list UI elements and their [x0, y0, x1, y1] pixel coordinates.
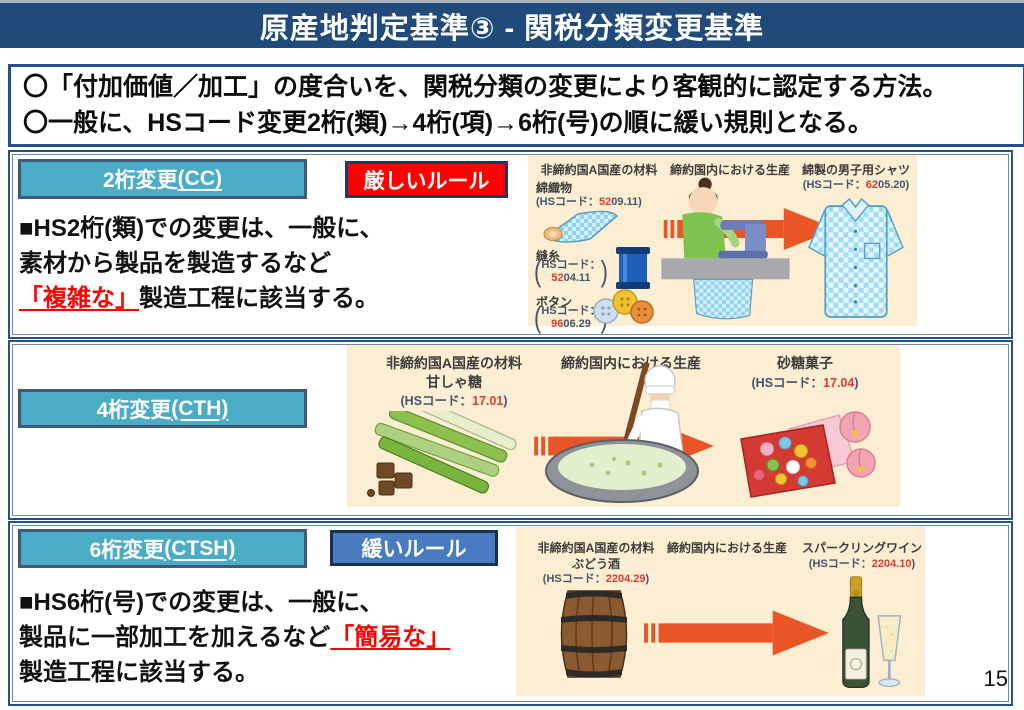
label-4digit-main: 4桁変更 [96, 398, 172, 422]
material-fabric-hscode: (HSコード：5209.11) [536, 196, 642, 208]
material-fabric-label: 綿織物 [536, 181, 573, 195]
panel2-col1-sub: 甘しゃ糖 [426, 374, 482, 390]
cook-stirring-pot-icon [545, 362, 699, 503]
panel2-col3-hscode: (HSコード：17.04) [751, 376, 859, 390]
section-6digit-body: ■HS6桁(号)での変更は、一般に、 製品に一部加工を加えるなど「簡易な」 製造… [19, 585, 524, 690]
buttons-icon [593, 289, 654, 324]
panel3-col1-sub: ぶどう酒 [571, 557, 620, 571]
label-6digit-main: 6桁変更 [89, 538, 165, 562]
section-2digit-body: ■HS2桁(類)での変更は、一般に、 素材から製品を製造するなど 「複雑な」製造… [19, 211, 524, 316]
panel2-col3-header: 砂糖菓子 [777, 355, 833, 371]
intro-line-2: 〇一般に、HSコード変更2桁(類)→4桁(項)→6桁(号)の順に緩い規則となる。 [23, 109, 873, 137]
material-button-label: ボタン [536, 295, 573, 309]
panel1-col3-header: 綿製の男子用シャツ [802, 163, 911, 177]
label-2digit-main: 2桁変更 [102, 169, 178, 192]
wine-barrel-icon [560, 590, 628, 678]
panel1-col2-header: 締約国内における生産 [670, 163, 791, 177]
title-bar: 原産地判定基準③ ‐ 関税分類変更基準 [0, 3, 1024, 48]
body-line: ■HS6桁(号)での変更は、一般に、 [19, 589, 384, 616]
panel3-col2-header: 締約国内における生産 [666, 541, 787, 555]
label-2digit-cc: 2桁変更(CC) [18, 159, 307, 199]
material-thread-hscode: ( HSコード：5204.11 ) [534, 254, 608, 289]
page-title: 原産地判定基準③ ‐ 関税分類変更基準 [259, 12, 765, 45]
body-line: 「複雑な」製造工程に該当する。 [19, 285, 379, 312]
panel2-col1-hscode: (HSコード：17.01) [400, 394, 508, 408]
illustration-panel-wine: 非締約国A国産の材料 ぶどう酒 (HSコード：2204.29) 締約国内における… [516, 527, 925, 696]
body-line: 製品に一部加工を加えるなど「簡易な」 [19, 624, 451, 651]
page-number: 15 [983, 666, 1008, 691]
panel2-col1-header: 非締約国A国産の材料 [385, 355, 523, 371]
sparkling-wine-icon [842, 576, 902, 688]
label-6digit-ctsh: 6桁変更(CTSH) [18, 529, 307, 568]
loose-rule-badge: 緩いルール [330, 530, 498, 566]
candy-sweets-icon [740, 411, 876, 498]
sugar-cane-icon [367, 411, 517, 497]
body-line: ■HS2桁(類)での変更は、一般に、 [19, 215, 384, 242]
panel1-col3-hscode: (HSコード：6205.20) [802, 179, 910, 191]
material-thread-label: 縫糸 [536, 249, 561, 263]
illustration-panel-shirt: 非締約国A国産の材料 締約国内における生産 綿製の男子用シャツ (HSコード：6… [528, 155, 917, 334]
cotton-fabric-icon [543, 210, 619, 243]
top-strip [0, 0, 1024, 3]
shirt-icon [808, 197, 904, 318]
emphasis-complex: 「複雑な」 [19, 285, 139, 312]
panel1-col1-header: 非締約国A国産の材料 [540, 163, 658, 177]
body-line: 素材から製品を製造するなど [19, 250, 331, 277]
thread-spool-icon [616, 247, 650, 289]
emphasis-simple: 「簡易な」 [330, 624, 451, 651]
intro-box: 〇「付加価値／加工」の度合いを、関税分類の変更により客観的に認定する方法。 〇一… [8, 64, 1024, 147]
panel3-col3-header: スパークリングワイン [802, 541, 923, 555]
label-4digit-code: (CTH) [171, 396, 229, 420]
strict-rule-badge: 厳しいルール [345, 161, 508, 198]
panel3-col1-header: 非締約国A国産の材料 [537, 541, 655, 555]
intro-line-1: 〇「付加価値／加工」の度合いを、関税分類の変更により客観的に認定する方法。 [23, 73, 948, 101]
process-arrow-icon [644, 610, 829, 656]
panel3-col3-hscode: (HSコード：2204.10) [808, 558, 916, 570]
body-line: 製造工程に該当する。 [19, 659, 259, 686]
sewing-woman-icon [661, 177, 790, 320]
label-4digit-cth: 4桁変更(CTH) [18, 389, 307, 428]
illustration-panel-sugar: 非締約国A国産の材料 甘しゃ糖 (HSコード：17.01) 締約国内における生産… [347, 345, 900, 507]
panel3-col1-hscode: (HSコード：2204.29) [542, 573, 650, 585]
label-6digit-code: (CTSH) [164, 536, 236, 560]
label-2digit-code: (CC) [177, 167, 222, 190]
